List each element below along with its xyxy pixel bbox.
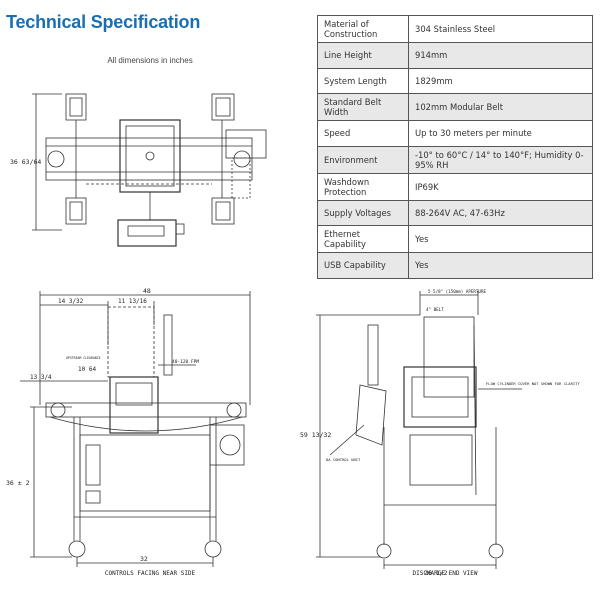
spec-value: 914mm (408, 42, 593, 69)
spec-value: 102mm Modular Belt (408, 93, 593, 121)
front-height: 36 ± 2 (6, 479, 30, 487)
end-control-unit: DA CONTROL UNIT (326, 457, 361, 462)
front-width-total: 48 (143, 287, 151, 295)
spec-label: Line Height (317, 42, 409, 69)
end-height: 59 13/32 (300, 431, 331, 439)
spec-value: Yes (408, 225, 593, 253)
spec-label: Washdown Protection (317, 172, 409, 201)
spec-value: Yes (408, 252, 593, 279)
spec-label: USB Capability (317, 252, 409, 279)
end-cover-note: FLOW CYLINDER COVER NOT SHOWN FOR CLARIT… (486, 381, 580, 386)
front-dim-mid: 11 13/16 (118, 298, 147, 305)
end-view-drawing: 5 5/8" (150mm) APERTURE 4" BELT 59 13/32… (300, 289, 580, 577)
end-belt: 4" BELT (426, 307, 444, 312)
front-dim-left: 14 3/32 (58, 298, 84, 305)
front-dim-height-a: 10 64 (78, 366, 96, 373)
spec-row: Environment-10° to 60°C / 14° to 140°F; … (317, 145, 593, 174)
spec-value: 304 Stainless Steel (408, 15, 593, 43)
spec-label: Speed (317, 120, 409, 147)
top-view-height-dim: 36 63/64 (10, 158, 41, 166)
spec-label: Environment (317, 145, 409, 174)
front-dim-side: 13 3/4 (30, 374, 52, 381)
spec-value: Up to 30 meters per minute (408, 120, 593, 147)
spec-value: -10° to 60°C / 14° to 140°F; Humidity 0-… (408, 145, 593, 174)
top-view-drawing: 36 63/64 (10, 93, 267, 247)
end-aperture: 5 5/8" (150mm) APERTURE (428, 289, 486, 294)
spec-label: Ethernet Capability (317, 225, 409, 253)
spec-value: 1829mm (408, 67, 593, 94)
end-view-caption: DISCHARGE END VIEW (412, 570, 478, 577)
spec-label: Standard Belt Width (317, 93, 409, 121)
spec-label: Supply Voltages (317, 199, 409, 226)
dimension-note: All dimensions in inches (107, 56, 193, 65)
spec-label: Material of Construction (317, 15, 409, 43)
page-title: Technical Specification (6, 12, 201, 32)
spec-value: 88-264V AC, 47-63Hz (408, 199, 593, 226)
front-base-width: 32 (140, 555, 148, 563)
end-width: 26 1/2 (424, 569, 448, 577)
front-speed-label: 40-120 FPM (172, 359, 199, 365)
spec-label: System Length (317, 67, 409, 94)
spec-value: IP69K (408, 172, 593, 201)
front-view-drawing: 48 14 3/32 11 13/16 13 3/4 10 64 40-120 … (6, 287, 251, 567)
front-clearance-label: UPSTREAM CLEARANCE (66, 356, 101, 360)
front-view-caption: CONTROLS FACING NEAR SIDE (104, 570, 196, 577)
